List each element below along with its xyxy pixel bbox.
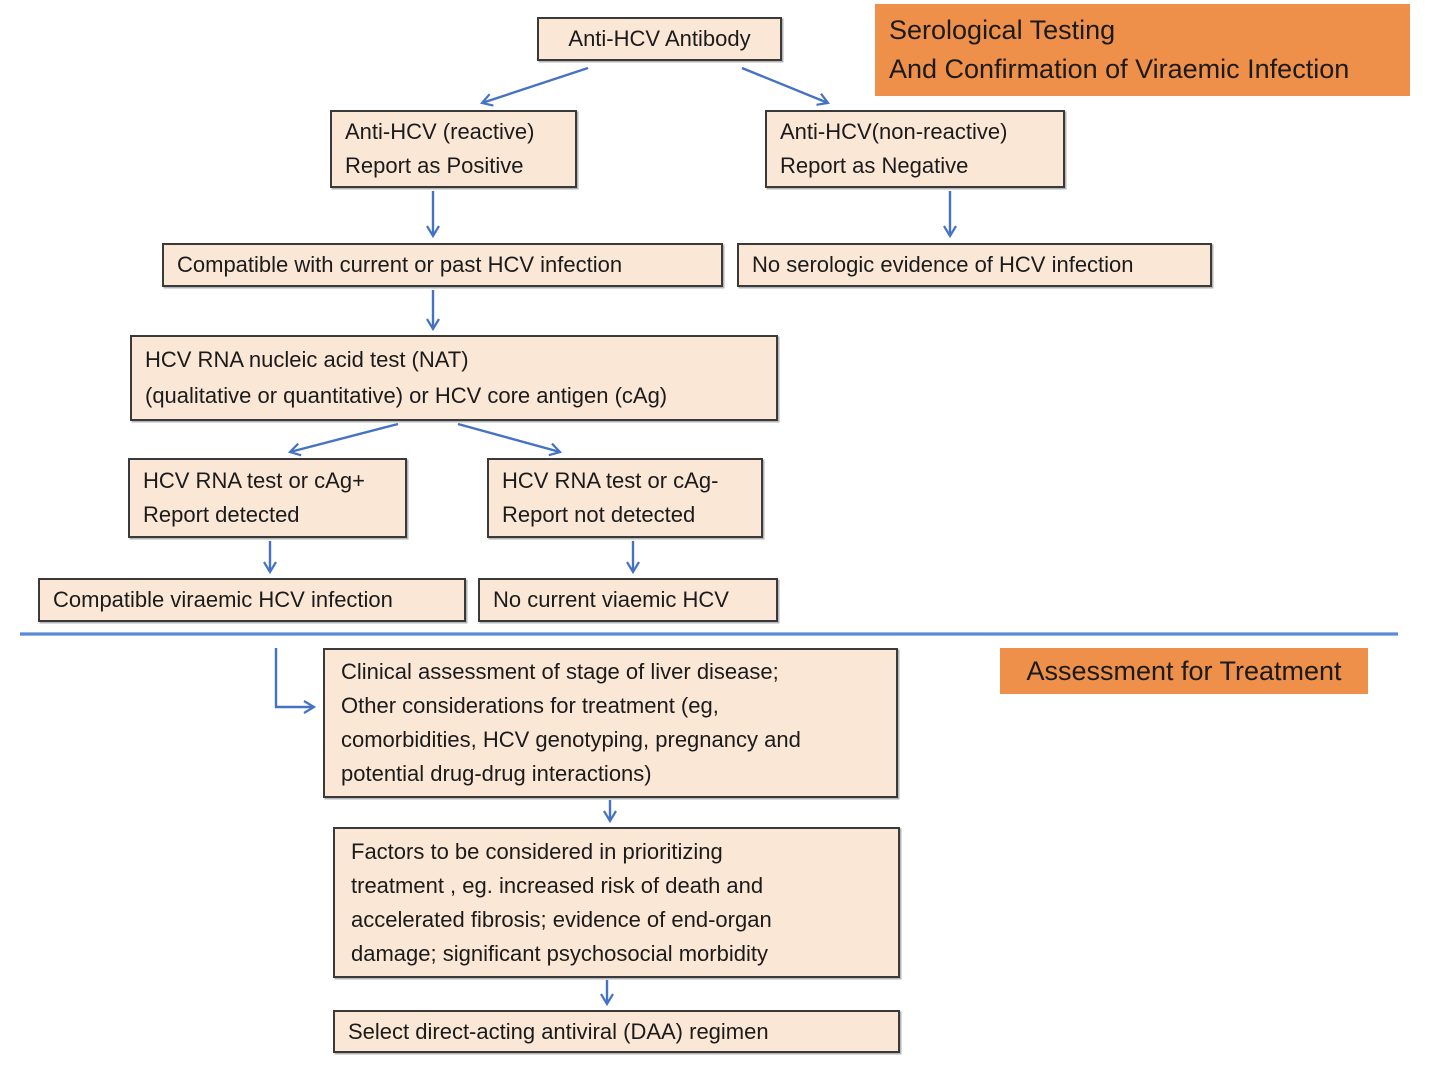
- node-clinical-assessment: Clinical assessment of stage of liver di…: [323, 648, 898, 798]
- node-line: Report as Positive: [345, 153, 524, 178]
- node-line: Report not detected: [502, 502, 696, 527]
- node-line: HCV RNA test or cAg-: [502, 468, 719, 493]
- node-label: Anti-HCV Antibody: [568, 26, 751, 51]
- node-line: treatment , eg. increased risk of death …: [351, 872, 764, 898]
- node-line: Clinical assessment of stage of liver di…: [341, 659, 779, 684]
- node-line: Report as Negative: [780, 153, 969, 178]
- node-compatible-current-or-past-infection: Compatible with current or past HCV infe…: [162, 243, 723, 287]
- section-header-line: Serological Testing: [889, 15, 1116, 45]
- node-anti-hcv-nonreactive: Anti-HCV(non-reactive) Report as Negativ…: [765, 110, 1065, 188]
- node-line: accelerated fibrosis; evidence of end-or…: [351, 906, 772, 932]
- node-anti-hcv-antibody: Anti-HCV Antibody: [537, 17, 782, 61]
- section-header-line: And Confirmation of Viraemic Infection: [889, 54, 1350, 84]
- node-line: damage; significant psychosocial morbidi…: [351, 940, 768, 966]
- node-line: Anti-HCV(non-reactive): [780, 119, 1008, 144]
- node-select-daa-regimen: Select direct-acting antiviral (DAA) reg…: [333, 1010, 900, 1053]
- node-label: No current viaemic HCV: [493, 587, 729, 612]
- node-line: Report detected: [143, 502, 300, 527]
- node-line: HCV RNA test or cAg+: [143, 468, 365, 493]
- node-no-current-viraemic-hcv: No current viaemic HCV: [478, 578, 778, 622]
- section-header-assessment-for-treatment: Assessment for Treatment: [1000, 648, 1368, 694]
- node-hcv-rna-cag-positive: HCV RNA test or cAg+ Report detected: [128, 458, 407, 538]
- node-line: comorbidities, HCV genotyping, pregnancy…: [341, 727, 801, 752]
- node-compatible-viraemic-infection: Compatible viraemic HCV infection: [38, 578, 466, 622]
- node-line: Factors to be considered in prioritizing: [351, 838, 723, 864]
- node-no-serologic-evidence: No serologic evidence of HCV infection: [737, 243, 1212, 287]
- node-label: Compatible with current or past HCV infe…: [177, 252, 623, 277]
- edge-nat-to-cag-negative: [457, 422, 563, 457]
- node-line: HCV RNA nucleic acid test (NAT): [145, 347, 469, 372]
- node-label: Compatible viraemic HCV infection: [53, 587, 393, 612]
- node-line: potential drug-drug interactions): [341, 761, 652, 786]
- node-line: Other considerations for treatment (eg,: [341, 693, 719, 718]
- edge-antibody-to-reactive: [479, 66, 589, 107]
- node-hcv-rna-nat-test: HCV RNA nucleic acid test (NAT) (qualita…: [130, 335, 778, 421]
- edge-antibody-to-nonreactive: [741, 66, 830, 106]
- node-hcv-rna-cag-negative: HCV RNA test or cAg- Report not detected: [487, 458, 763, 538]
- node-anti-hcv-reactive: Anti-HCV (reactive) Report as Positive: [330, 110, 577, 188]
- section-header-serological-testing: Serological Testing And Confirmation of …: [875, 4, 1410, 96]
- node-label: No serologic evidence of HCV infection: [752, 252, 1134, 277]
- node-label: Select direct-acting antiviral (DAA) reg…: [348, 1018, 769, 1044]
- node-line: (qualitative or quantitative) or HCV cor…: [145, 383, 668, 408]
- node-line: Anti-HCV (reactive): [345, 119, 535, 144]
- edge-viraemic-to-clinical: [274, 648, 317, 714]
- edge-nat-to-cag-positive: [287, 422, 399, 457]
- section-header-label: Assessment for Treatment: [1026, 655, 1342, 686]
- node-factors-prioritizing-treatment: Factors to be considered in prioritizing…: [333, 827, 900, 978]
